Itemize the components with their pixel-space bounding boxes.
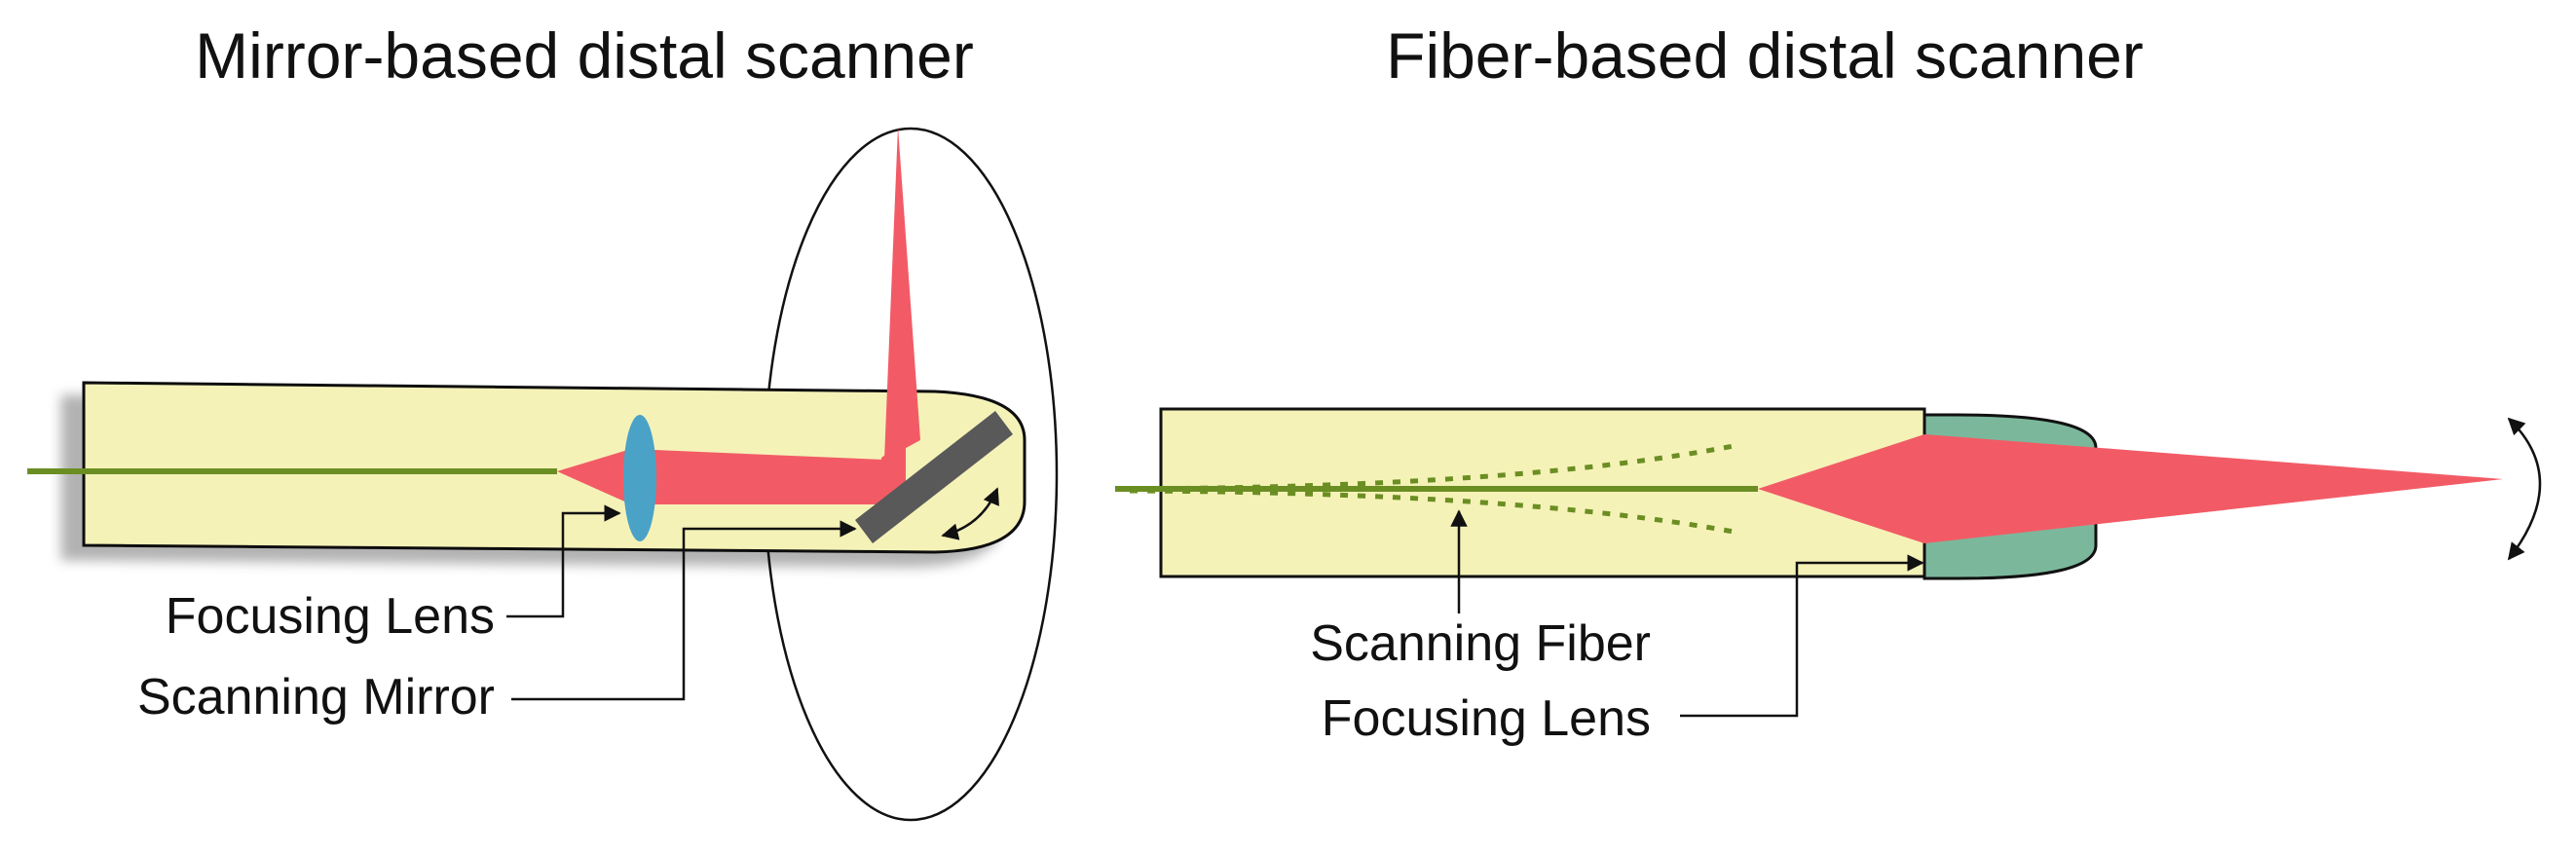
fiber-sweep-upper <box>1129 443 1735 492</box>
mirror-scanner-assembly <box>27 127 1059 822</box>
mirror-probe-body <box>82 381 1027 554</box>
fiber-diverging-beam <box>1758 434 1924 543</box>
mirror-reflected-beam <box>884 127 920 460</box>
scanning-fiber-label: Scanning Fiber <box>1310 615 1651 672</box>
fiber-scanner-assembly <box>1115 407 2542 580</box>
mirror-focusing-lens <box>623 415 656 541</box>
fiber-focusing-lens-label: Focusing Lens <box>1322 690 1651 747</box>
mirror-diverging-beam <box>557 449 631 504</box>
mirror-focusing-lens-label: Focusing Lens <box>166 588 495 645</box>
fiber-sweep-lower <box>1129 488 1735 535</box>
fiber-converging-beam <box>1924 434 2503 543</box>
scanning-mirror <box>855 411 1013 543</box>
mirror-scanner-title: Mirror-based distal scanner <box>195 19 974 92</box>
focusing-lens-leader <box>506 504 621 618</box>
scanning-mirror-label: Scanning Mirror <box>137 669 495 725</box>
fiber-scan-arrow <box>2507 417 2542 561</box>
mirror-rotation-arrow <box>941 487 999 540</box>
mirror-collimated-beam <box>631 449 884 504</box>
scanning-mirror-leader <box>511 520 857 701</box>
fiber-focusing-lens-leader <box>1680 554 1924 718</box>
fiber-scanner-title: Fiber-based distal scanner <box>1386 19 2144 92</box>
